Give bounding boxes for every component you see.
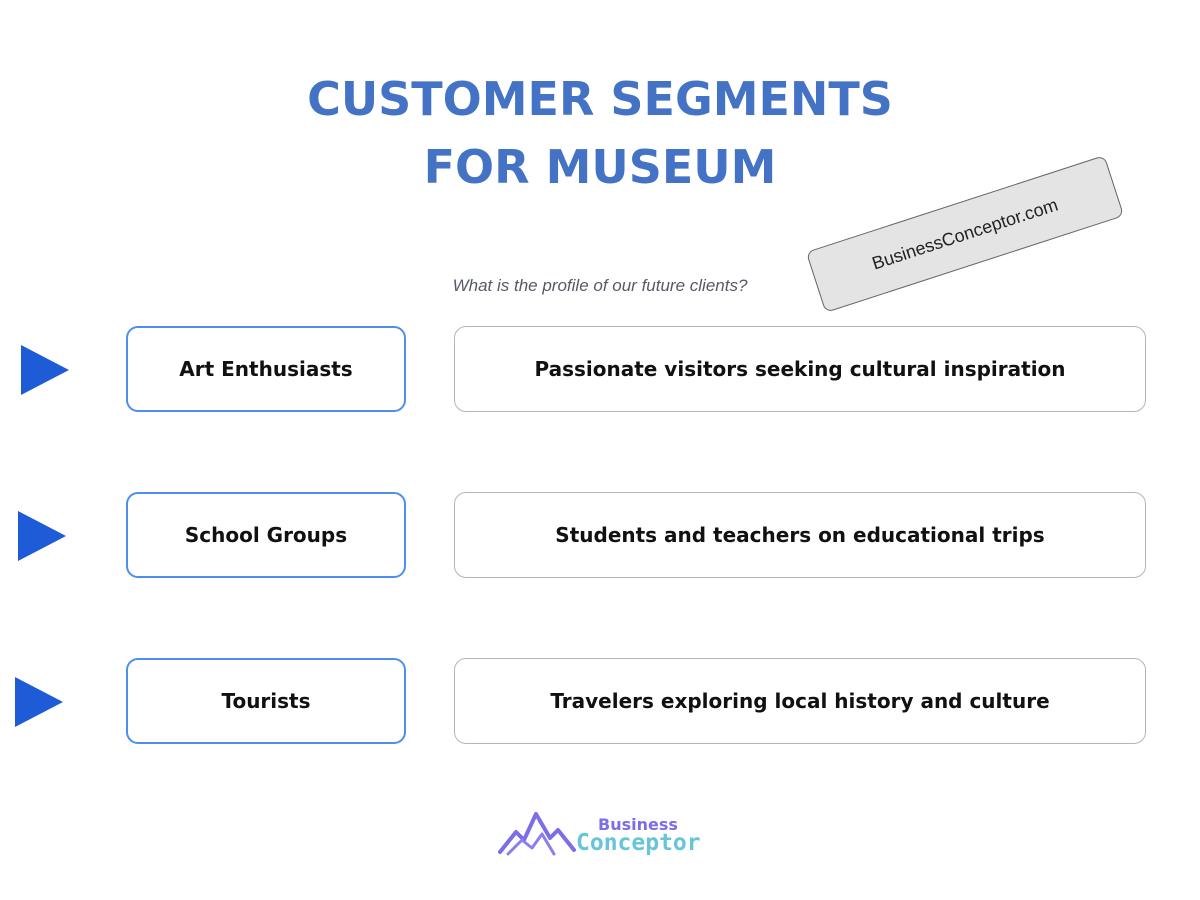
arrow-icon — [15, 677, 63, 727]
subtitle: What is the profile of our future client… — [452, 276, 748, 295]
segment-description-box: Travelers exploring local history and cu… — [454, 658, 1146, 744]
logo-word-business: Business — [598, 815, 678, 834]
mountain-icon — [498, 812, 576, 856]
segment-description-box: Students and teachers on educational tri… — [454, 492, 1146, 578]
segment-description-box: Passionate visitors seeking cultural ins… — [454, 326, 1146, 412]
page-title-line-1: CUSTOMER SEGMENTS — [307, 72, 893, 126]
segment-name-box: School Groups — [126, 492, 406, 578]
business-conceptor-logo: Business Conceptor — [498, 810, 708, 860]
segment-name-box: Art Enthusiasts — [126, 326, 406, 412]
logo-word-conceptor: Conceptor — [576, 830, 701, 856]
page-title-line-2: FOR MUSEUM — [423, 140, 777, 194]
segment-name-box: Tourists — [126, 658, 406, 744]
arrow-icon — [21, 345, 69, 395]
arrow-icon — [18, 511, 66, 561]
